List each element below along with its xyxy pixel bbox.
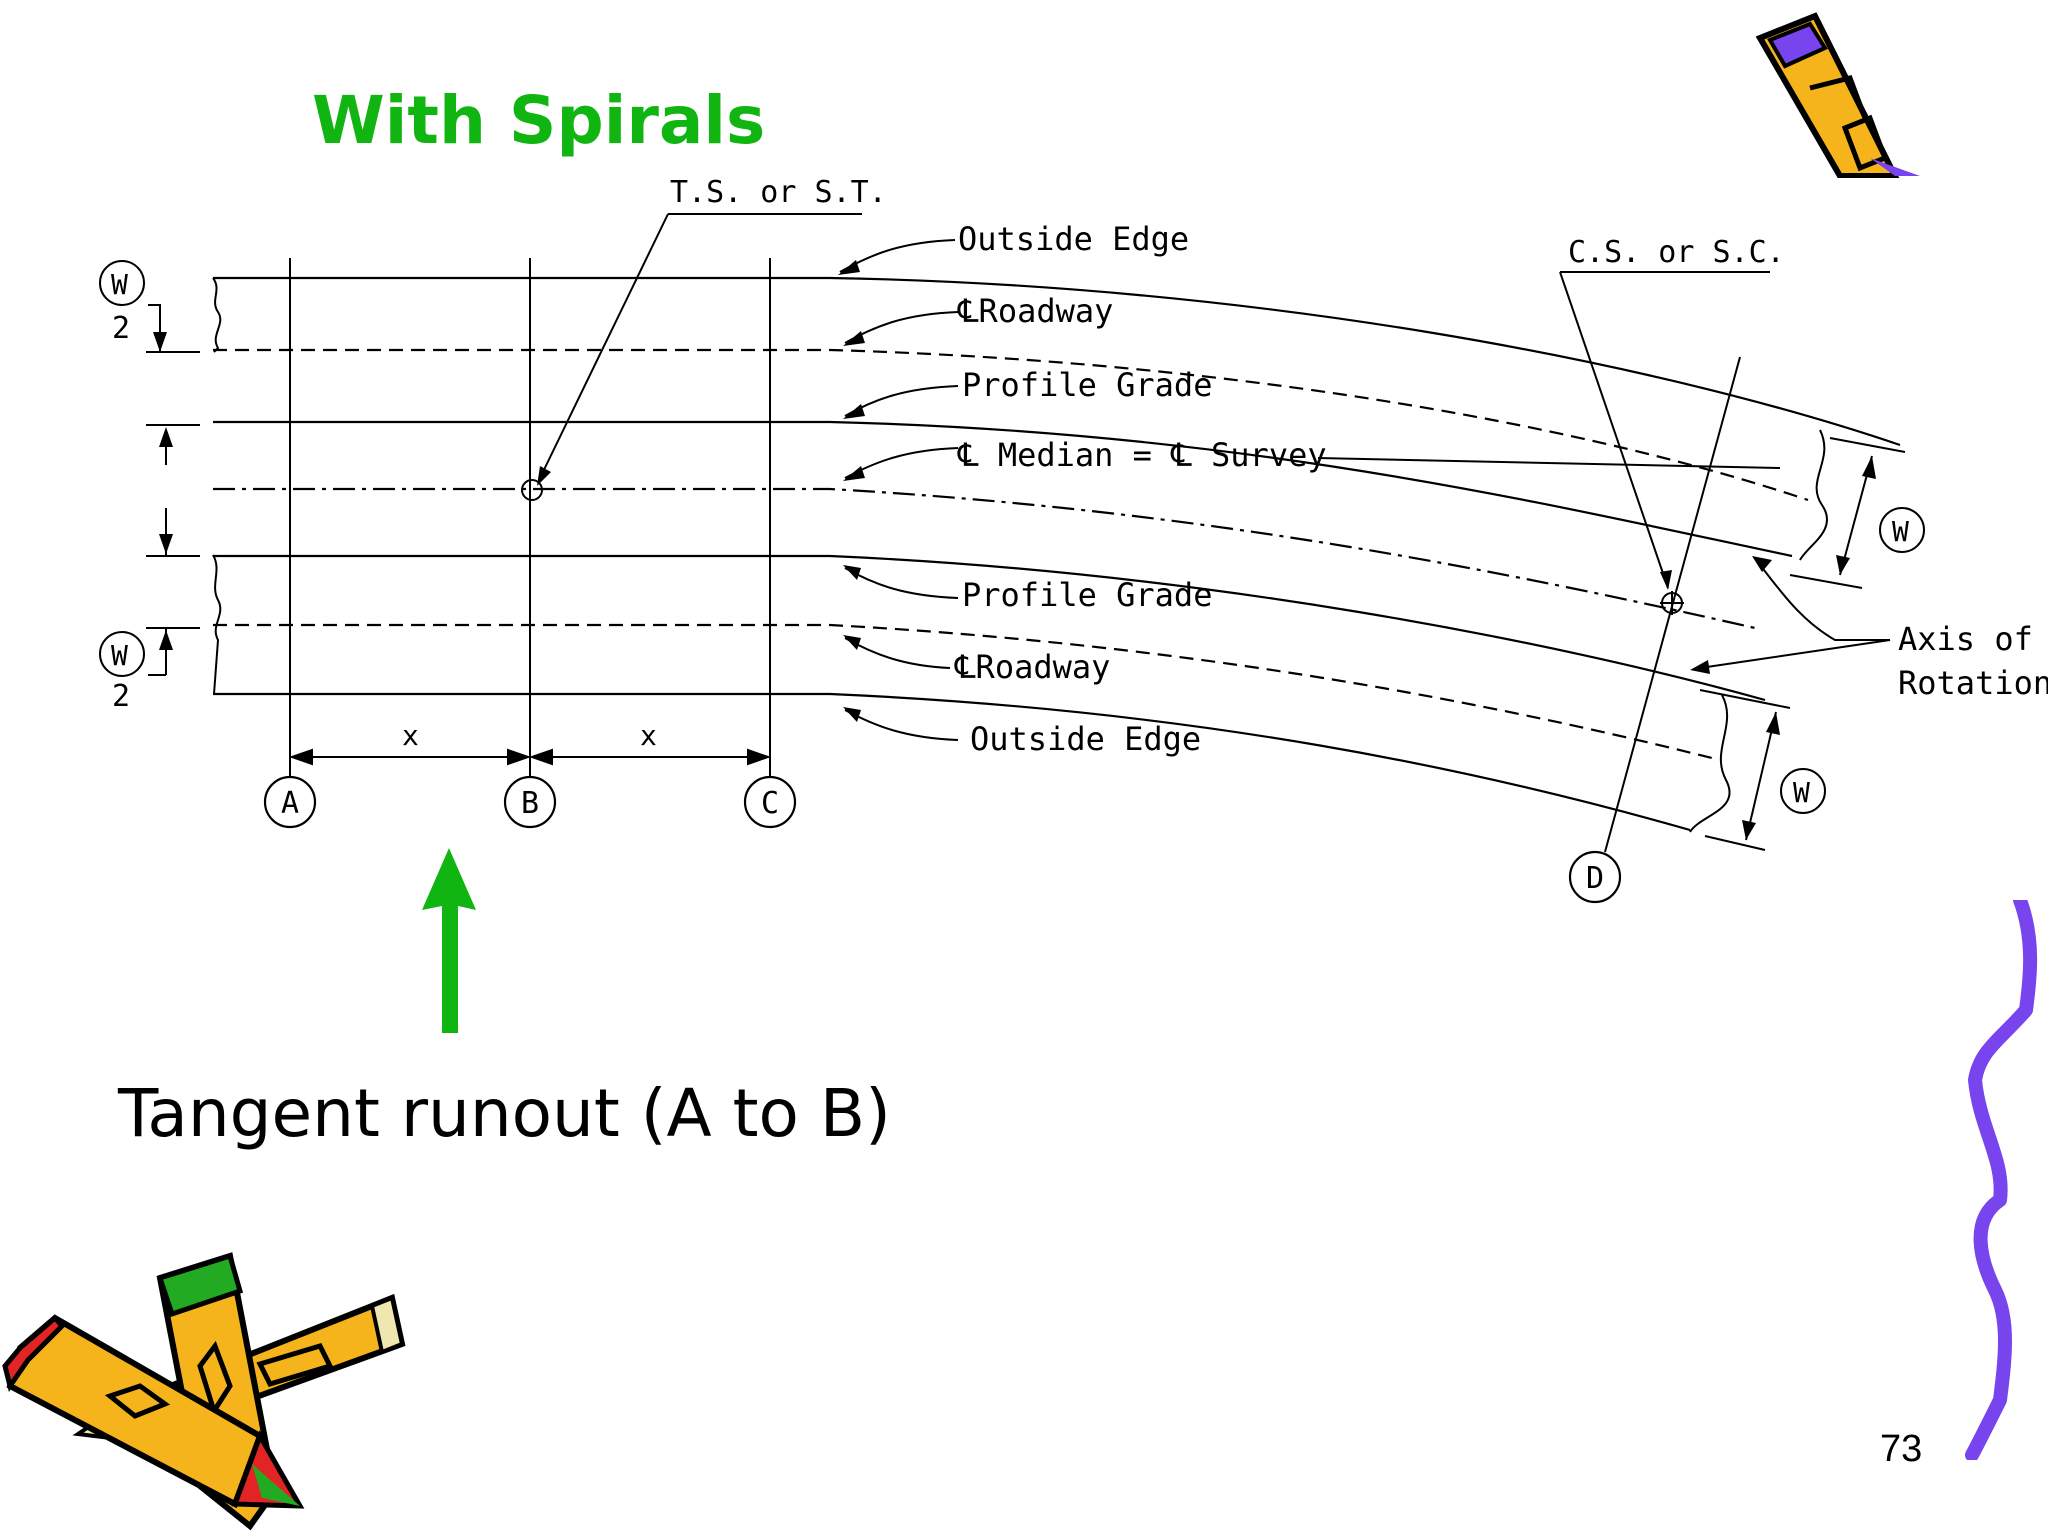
ts-arrowhead — [537, 466, 551, 486]
two-top-label: 2 — [112, 311, 130, 346]
cs-arrowhead — [1660, 570, 1672, 590]
crossed-pencils-icon — [2, 1252, 406, 1531]
station-d-label: D — [1586, 861, 1604, 896]
right-width-dims — [1699, 437, 1925, 851]
dim-x-label-1: x — [402, 719, 419, 752]
axis-of-rotation-label-1: Axis of — [1898, 620, 2033, 658]
cl-roadway-top-label: ℄Roadway — [957, 292, 1113, 330]
tangent-runout-caption: Tangent runout (A to B) — [118, 1075, 891, 1152]
outside-edge-top-line — [213, 276, 1901, 447]
squiggle-decoration — [1965, 900, 2038, 1460]
cl-roadway-top-line — [213, 348, 1809, 502]
cl-roadway-bottom-label: ℄Roadway — [954, 648, 1110, 686]
station-b-label: B — [521, 786, 539, 821]
two-bottom-label: 2 — [112, 679, 130, 714]
axis-arrowheads — [1690, 556, 1772, 674]
w-right-label-2: W — [1793, 776, 1810, 809]
label-arrowheads — [838, 260, 865, 722]
right-break-lines — [1689, 429, 1829, 833]
station-a-label: A — [281, 786, 299, 821]
outside-edge-bottom-label: Outside Edge — [970, 720, 1201, 758]
cs-sc-label: C.S. or S.C. — [1568, 235, 1785, 270]
profile-grade-bottom-line — [213, 554, 1766, 702]
w-right-label-1: W — [1892, 515, 1909, 548]
axis-of-rotation-label-2: Rotation — [1898, 664, 2048, 702]
cl-roadway-bottom-line — [213, 623, 1713, 760]
axis-of-rotation-leaders — [1699, 564, 1891, 669]
station-lines — [289, 258, 771, 780]
up-arrow-icon — [422, 848, 476, 1033]
slide-title: With Spirals — [312, 82, 766, 159]
ts-st-leader — [521, 213, 862, 501]
profile-grade-top-line — [213, 420, 1793, 558]
w-top-label: W — [111, 268, 128, 301]
profile-grade-bottom-label: Profile Grade — [962, 576, 1212, 614]
cl-median-survey-label: ℄ Median = ℄ Survey — [957, 436, 1327, 474]
roadway-lines — [213, 276, 1901, 832]
outside-edge-bottom-line — [213, 692, 1691, 832]
cs-sc-leader — [1559, 271, 1770, 615]
dimension-x — [288, 748, 772, 766]
profile-grade-top-label: Profile Grade — [962, 366, 1212, 404]
outside-edge-top-label: Outside Edge — [958, 220, 1189, 258]
dim-x-label-2: x — [640, 719, 657, 752]
pencil-icon-top-right — [1755, 12, 1920, 178]
cl-median-line — [213, 487, 1756, 630]
left-dim-arrowheads — [153, 332, 173, 650]
station-markers — [263, 775, 1622, 904]
page-number: 73 — [1880, 1428, 1923, 1470]
ts-st-label: T.S. or S.T. — [670, 175, 887, 210]
right-dim-arrowheads — [1742, 456, 1876, 840]
station-c-label: C — [761, 786, 779, 821]
w-bottom-label: W — [111, 639, 128, 672]
left-break-lines — [212, 277, 222, 695]
